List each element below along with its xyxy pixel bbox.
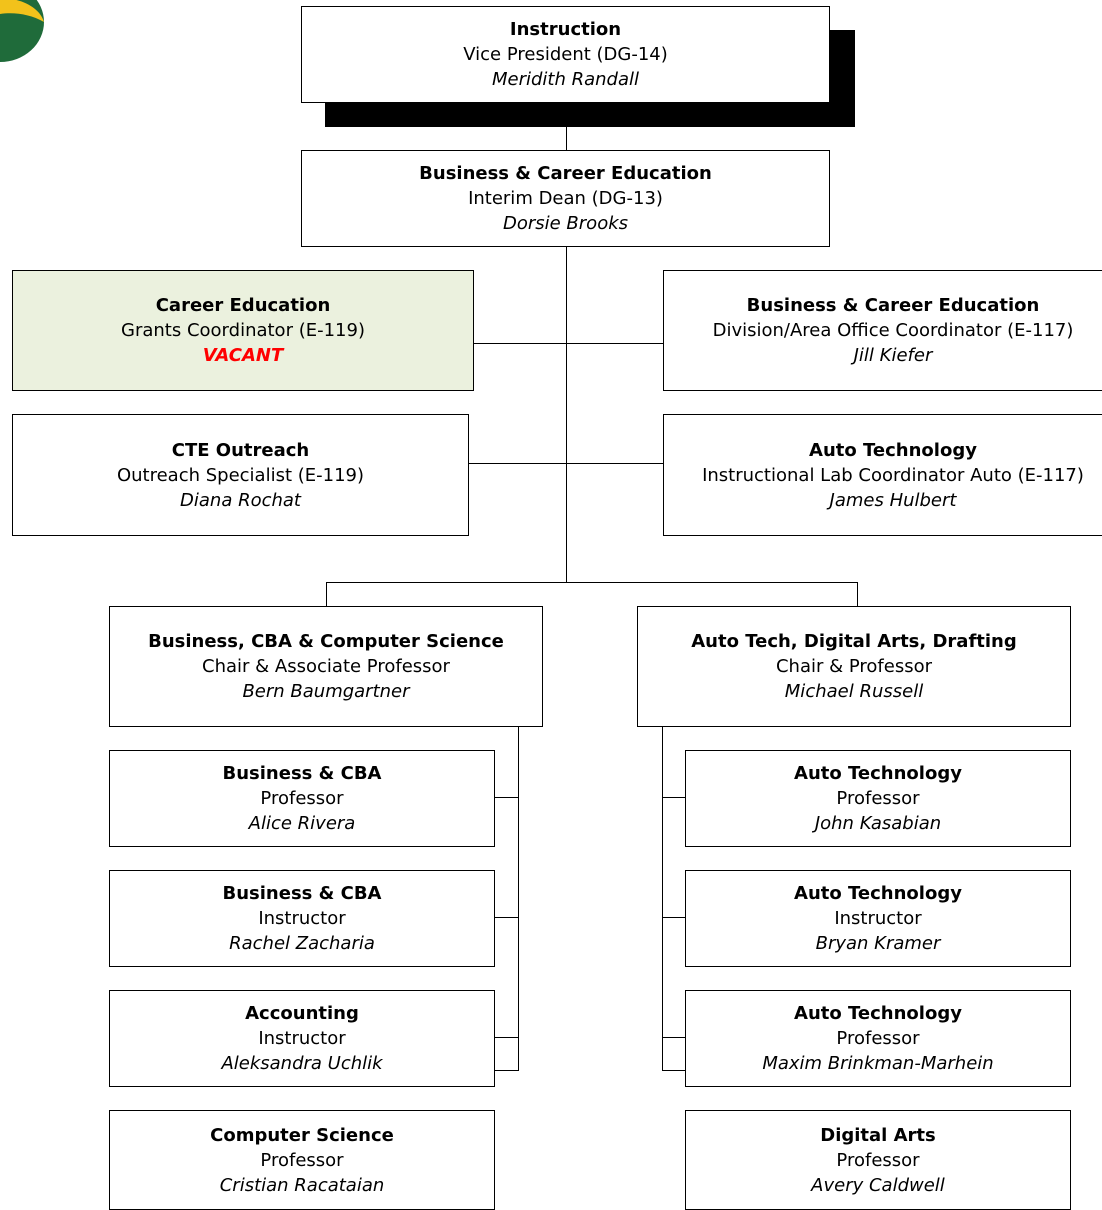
outreach-specialist-box: CTE Outreach Outreach Specialist (E-119)… [12,414,469,536]
box-role: Instructor [834,908,922,929]
dean-box: Business & Career Education Interim Dean… [301,150,830,247]
connector-line [662,1070,686,1071]
connector-line [662,797,686,798]
connector-line [566,246,567,582]
box-name: Rachel Zacharia [229,933,375,954]
box-name: Bryan Kramer [815,933,941,954]
box-name: Avery Caldwell [811,1174,945,1196]
faculty-box: Auto Technology Professor Maxim Brinkman… [685,990,1071,1087]
faculty-box: Digital Arts Professor Avery Caldwell [685,1110,1071,1210]
box-name: Alice Rivera [248,813,356,834]
right-chair-box: Auto Tech, Digital Arts, Drafting Chair … [637,606,1071,727]
connector-line [662,917,686,918]
faculty-box: Business & CBA Instructor Rachel Zachari… [109,870,495,967]
box-name: Michael Russell [784,681,924,702]
box-name: Cristian Racataian [219,1174,385,1196]
box-title: Business & Career Education [746,295,1040,316]
box-name: Diana Rochat [180,489,301,511]
box-role: Instructor [258,1028,346,1049]
connector-line [518,726,519,1071]
connector-line [662,1037,686,1038]
box-name: Dorsie Brooks [502,213,629,234]
box-name: Maxim Brinkman-Marhein [762,1053,994,1074]
lab-coordinator-box: Auto Technology Instructional Lab Coordi… [663,414,1102,536]
connector-line [494,797,519,798]
box-title: Auto Technology [809,439,977,461]
connector-line [566,103,567,151]
faculty-box: Business & CBA Professor Alice Rivera [109,750,495,847]
box-role: Outreach Specialist (E-119) [116,464,365,486]
box-role: Professor [836,1028,920,1049]
connector-line [494,917,519,918]
vp-box: Instruction Vice President (DG-14) Merid… [301,6,830,103]
faculty-box: Computer Science Professor Cristian Raca… [109,1110,495,1210]
box-name: Bern Baumgartner [242,681,410,702]
box-role: Professor [836,1149,920,1171]
box-title: Auto Tech, Digital Arts, Drafting [691,631,1017,652]
box-role: Professor [260,1149,344,1171]
connector-line [662,726,663,1071]
box-role: Professor [836,788,920,809]
connector-line [857,582,858,607]
connector-line [494,1037,519,1038]
box-role: Division/Area Office Coordinator (E-117) [712,320,1074,341]
box-role: Interim Dean (DG-13) [468,188,663,209]
box-role: Professor [260,788,344,809]
faculty-box: Auto Technology Professor John Kasabian [685,750,1071,847]
box-role: Chair & Associate Professor [202,656,450,677]
box-title: Career Education [155,295,331,316]
college-logo-icon [0,0,44,62]
office-coordinator-box: Business & Career Education Division/Are… [663,270,1102,391]
box-title: Auto Technology [794,1003,962,1024]
box-title: Accounting [245,1003,359,1024]
vacant-label: VACANT [202,345,284,366]
box-title: Business, CBA & Computer Science [148,631,504,652]
connector-line [474,343,664,344]
faculty-box: Accounting Instructor Aleksandra Uchlik [109,990,495,1087]
box-name: Aleksandra Uchlik [221,1053,383,1074]
box-role: Chair & Professor [775,656,933,677]
box-role: Instructor [258,908,346,929]
box-title: Business & CBA [222,883,382,904]
box-name: Jill Kiefer [853,345,933,366]
box-title: Digital Arts [820,1124,936,1146]
box-name: Meridith Randall [491,69,640,90]
box-role: Grants Coordinator (E-119) [121,320,365,341]
box-title: Auto Technology [794,883,962,904]
box-title: Auto Technology [794,763,962,784]
box-title: Instruction [509,19,622,40]
grants-coordinator-box: Career Education Grants Coordinator (E-1… [12,270,474,391]
box-name: John Kasabian [814,813,942,834]
connector-line [469,463,664,464]
connector-line [326,582,857,583]
left-chair-box: Business, CBA & Computer Science Chair &… [109,606,543,727]
box-title: Computer Science [210,1124,394,1146]
box-title: CTE Outreach [171,439,310,461]
box-title: Business & Career Education [419,163,712,184]
faculty-box: Auto Technology Instructor Bryan Kramer [685,870,1071,967]
box-role: Instructional Lab Coordinator Auto (E-11… [702,464,1084,486]
box-name: James Hulbert [829,489,957,511]
box-title: Business & CBA [222,763,382,784]
connector-line [494,1070,519,1071]
connector-line [326,582,327,607]
box-role: Vice President (DG-14) [463,44,668,65]
